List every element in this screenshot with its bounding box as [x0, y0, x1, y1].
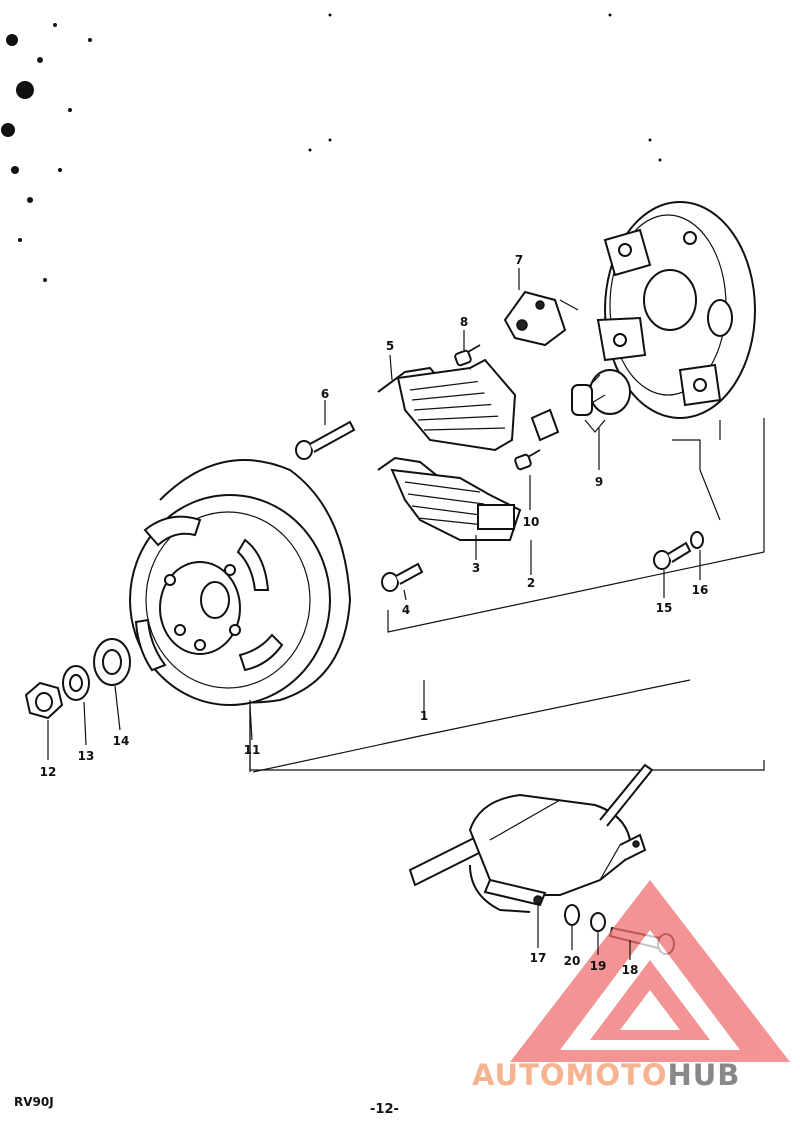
bolt-15 — [653, 541, 692, 570]
washer-16 — [690, 531, 704, 549]
callout-5: 5 — [386, 339, 394, 353]
callout-3: 3 — [472, 561, 480, 575]
callout-6: 6 — [321, 387, 329, 401]
lock-washer-13 — [62, 665, 90, 701]
callout-7: 7 — [515, 253, 523, 267]
callout-labels: 1 2 3 4 5 6 7 8 9 10 11 12 13 14 15 16 1… — [40, 253, 709, 977]
stator-plate — [596, 201, 756, 419]
callout-10: 10 — [523, 515, 540, 529]
callout-8: 8 — [460, 315, 468, 329]
callout-12: 12 — [40, 765, 57, 779]
felt-block — [530, 408, 560, 442]
model-code: RV90J — [14, 1095, 54, 1109]
callout-15: 15 — [656, 601, 673, 615]
screw-10 — [514, 449, 541, 471]
lighting-coil-lower — [377, 456, 522, 541]
callout-20: 20 — [564, 954, 581, 968]
callout-1: 1 — [420, 709, 428, 723]
callout-18: 18 — [622, 963, 639, 977]
watermark-logo — [510, 880, 790, 1062]
page-number: -12- — [370, 1102, 399, 1117]
assembly-brackets — [249, 418, 765, 773]
contact-breaker — [503, 290, 579, 347]
screw-6 — [295, 420, 356, 460]
watermark-text: AUTOMOTOHUB — [472, 1058, 740, 1092]
callout-2: 2 — [527, 576, 535, 590]
condenser — [571, 369, 631, 433]
flywheel-rotor — [129, 459, 352, 706]
nut-12 — [24, 681, 64, 720]
callout-17: 17 — [530, 951, 547, 965]
callout-4: 4 — [402, 603, 410, 617]
callout-14: 14 — [113, 734, 130, 748]
screw-4 — [381, 562, 424, 592]
ignition-coil — [408, 763, 654, 913]
scan-noise — [1, 13, 662, 282]
lighting-coil-upper — [377, 358, 517, 452]
leader-lines — [47, 268, 701, 960]
lock-washer-19 — [590, 912, 606, 932]
callout-13: 13 — [78, 749, 95, 763]
watermark-text-part2: HUB — [667, 1058, 741, 1092]
washer-20 — [564, 904, 580, 926]
watermark-text-part1: AUTOMOTO — [472, 1058, 668, 1092]
callout-9: 9 — [595, 475, 603, 489]
callout-16: 16 — [692, 583, 709, 597]
callout-19: 19 — [590, 959, 607, 973]
callout-11: 11 — [244, 743, 261, 757]
washer-14 — [93, 638, 131, 686]
screw-8 — [454, 344, 481, 367]
